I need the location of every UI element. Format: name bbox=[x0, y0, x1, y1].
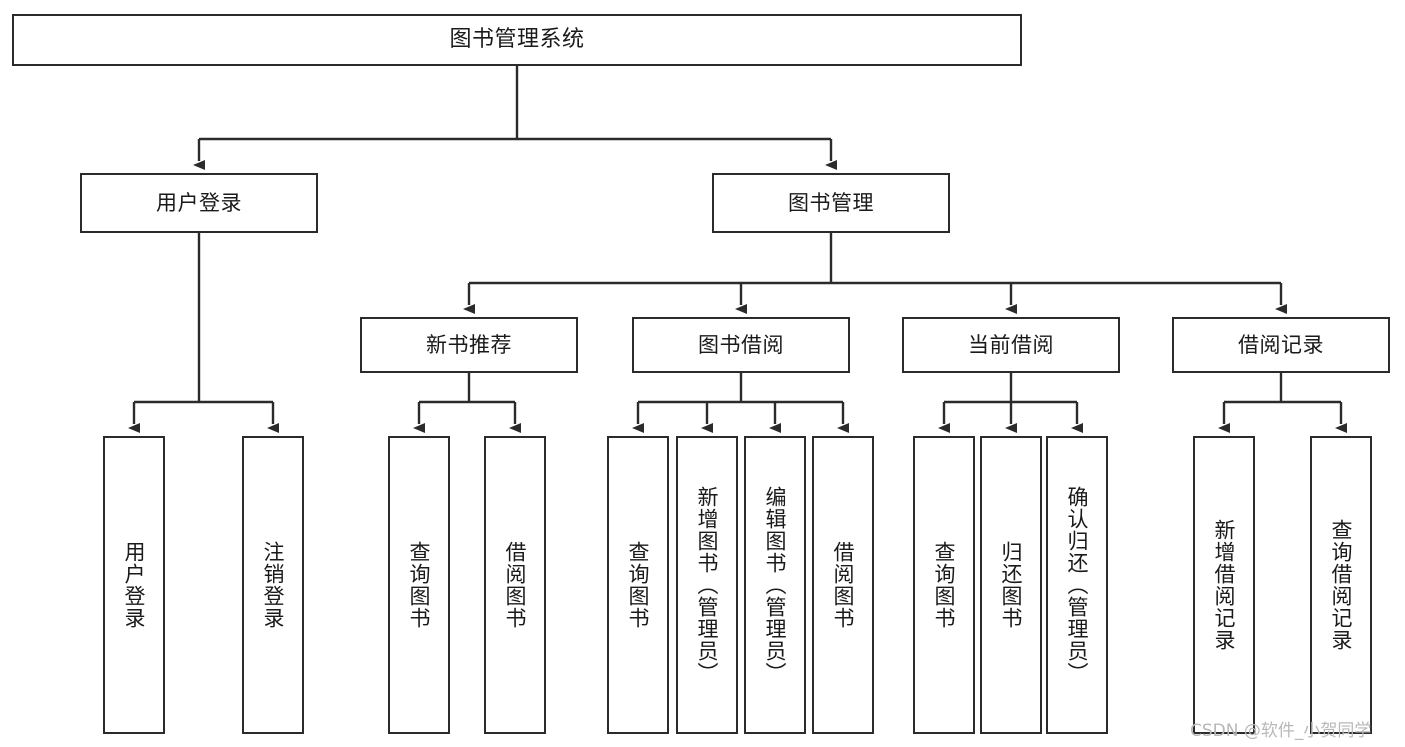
node-label-leaf-query-book-3: 查询图书 bbox=[932, 541, 957, 629]
node-leaf-user-logout[interactable]: 注销登录 bbox=[242, 436, 304, 734]
node-user-login[interactable]: 用户登录 bbox=[80, 173, 318, 233]
node-label-borrow-records: 借阅记录 bbox=[1238, 332, 1324, 357]
node-label-book-borrow: 图书借阅 bbox=[698, 332, 784, 357]
node-label-leaf-query-record: 查询借阅记录 bbox=[1329, 519, 1354, 651]
node-label-leaf-confirm-return: 确认归还（管理员） bbox=[1065, 486, 1090, 684]
node-leaf-confirm-return[interactable]: 确认归还（管理员） bbox=[1046, 436, 1108, 734]
node-leaf-edit-book[interactable]: 编辑图书（管理员） bbox=[744, 436, 806, 734]
csdn-watermark: CSDN @软件_小贺同学 bbox=[1190, 721, 1372, 741]
node-label-root: 图书管理系统 bbox=[449, 27, 585, 53]
node-label-leaf-borrow-book-2: 借阅图书 bbox=[831, 541, 856, 629]
node-label-leaf-return-book: 归还图书 bbox=[999, 541, 1024, 629]
node-label-book-manage: 图书管理 bbox=[788, 190, 874, 215]
node-label-leaf-borrow-book-1: 借阅图书 bbox=[503, 541, 528, 629]
node-book-borrow[interactable]: 图书借阅 bbox=[632, 317, 850, 373]
node-label-leaf-edit-book: 编辑图书（管理员） bbox=[763, 486, 788, 684]
node-new-book-recommend[interactable]: 新书推荐 bbox=[360, 317, 578, 373]
node-leaf-borrow-book-1[interactable]: 借阅图书 bbox=[484, 436, 546, 734]
node-leaf-borrow-book-2[interactable]: 借阅图书 bbox=[812, 436, 874, 734]
node-root[interactable]: 图书管理系统 bbox=[12, 14, 1022, 66]
node-label-leaf-query-book-1: 查询图书 bbox=[407, 541, 432, 629]
node-label-leaf-query-book-2: 查询图书 bbox=[626, 541, 651, 629]
node-leaf-user-login[interactable]: 用户登录 bbox=[103, 436, 165, 734]
node-leaf-query-book-3[interactable]: 查询图书 bbox=[913, 436, 975, 734]
node-current-borrow[interactable]: 当前借阅 bbox=[902, 317, 1120, 373]
node-label-new-book-recommend: 新书推荐 bbox=[426, 332, 512, 357]
node-borrow-records[interactable]: 借阅记录 bbox=[1172, 317, 1390, 373]
node-leaf-add-book[interactable]: 新增图书（管理员） bbox=[676, 436, 738, 734]
node-leaf-query-book-2[interactable]: 查询图书 bbox=[607, 436, 669, 734]
node-leaf-return-book[interactable]: 归还图书 bbox=[980, 436, 1042, 734]
node-label-leaf-user-login: 用户登录 bbox=[122, 541, 147, 629]
node-label-current-borrow: 当前借阅 bbox=[968, 332, 1054, 357]
node-label-leaf-user-logout: 注销登录 bbox=[261, 541, 286, 629]
node-label-leaf-add-record: 新增借阅记录 bbox=[1212, 519, 1237, 651]
node-label-leaf-add-book: 新增图书（管理员） bbox=[695, 486, 720, 684]
node-book-manage[interactable]: 图书管理 bbox=[712, 173, 950, 233]
node-label-user-login: 用户登录 bbox=[156, 190, 242, 215]
node-leaf-query-record[interactable]: 查询借阅记录 bbox=[1310, 436, 1372, 734]
node-leaf-query-book-1[interactable]: 查询图书 bbox=[388, 436, 450, 734]
node-leaf-add-record[interactable]: 新增借阅记录 bbox=[1193, 436, 1255, 734]
